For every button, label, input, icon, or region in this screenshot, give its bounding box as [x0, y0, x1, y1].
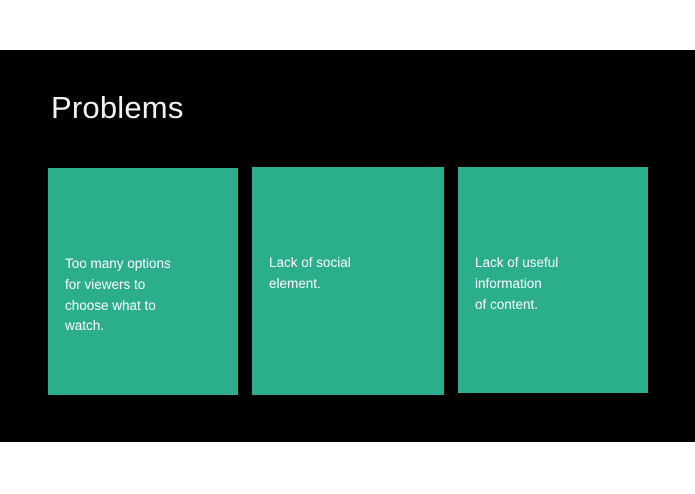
slide-canvas[interactable]: Problems Too many options for viewers to…: [0, 50, 695, 442]
problem-card-text: Too many options for viewers to choose w…: [65, 256, 171, 334]
problem-cards-row: Too many options for viewers to choose w…: [0, 50, 695, 442]
problem-card-text: Lack of useful information of content.: [475, 255, 559, 312]
problem-card-text: Lack of social element.: [269, 255, 351, 291]
problem-card-lack-social[interactable]: Lack of social element.: [252, 167, 444, 395]
page-title: Problems: [51, 90, 184, 125]
problem-card-lack-info[interactable]: Lack of useful information of content.: [458, 167, 648, 393]
problem-card-too-many-options[interactable]: Too many options for viewers to choose w…: [48, 168, 238, 395]
